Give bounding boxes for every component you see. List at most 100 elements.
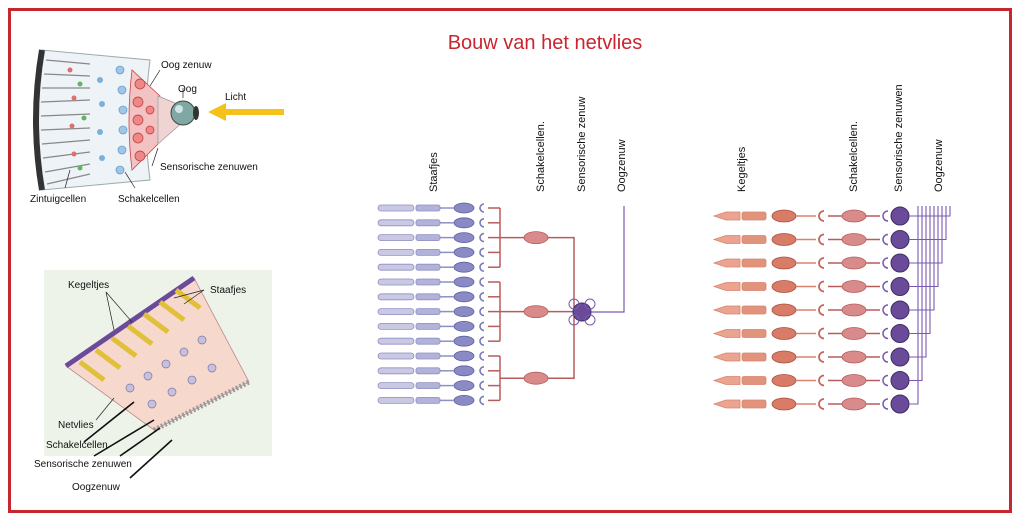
rod-synapse bbox=[479, 336, 485, 346]
rod-synapse bbox=[479, 395, 485, 406]
label-oogzenuw-section: Oogzenuw bbox=[72, 482, 120, 493]
cone-inner-segment bbox=[741, 211, 767, 221]
label-kegeltjes-section: Kegeltjes bbox=[68, 280, 110, 291]
eye-illustration bbox=[33, 49, 284, 191]
cone-col-oogzenuw: Oogzenuw bbox=[933, 139, 945, 192]
label-netvlies: Netvlies bbox=[58, 420, 94, 431]
label-oog-zenuw: Oog zenuw bbox=[161, 60, 212, 71]
cone-nucleus bbox=[771, 209, 797, 223]
cone-pathway-diagram bbox=[712, 206, 951, 414]
cone-ganglion-synapse bbox=[882, 257, 889, 269]
cone-synapse bbox=[818, 351, 825, 363]
rod-nucleus bbox=[453, 202, 475, 214]
cone-synapse bbox=[818, 374, 825, 387]
rod-nucleus bbox=[453, 232, 475, 243]
rod-synapse bbox=[479, 203, 485, 213]
cone-nucleus bbox=[771, 397, 797, 411]
rod-outer-segment bbox=[377, 367, 415, 375]
cone-bipolar-cell bbox=[841, 374, 867, 387]
cone-synapse bbox=[818, 327, 825, 340]
cone-ganglion-synapse bbox=[882, 210, 889, 222]
cone-optic-fiber bbox=[909, 206, 927, 358]
rod-nucleus bbox=[453, 276, 475, 288]
cone-outer-segment bbox=[712, 329, 741, 338]
label-sensorische-zenuwen-top: Sensorische zenuwen bbox=[160, 162, 258, 173]
rod-synapse bbox=[479, 277, 485, 287]
cone-ganglion-cell bbox=[890, 277, 910, 296]
rod-synapse bbox=[479, 306, 485, 317]
label-zintuigcellen: Zintuigcellen bbox=[30, 194, 87, 205]
rod-inner-segment bbox=[415, 352, 441, 360]
rod-nucleus bbox=[453, 217, 475, 229]
cone-ganglion-cell bbox=[890, 300, 910, 320]
ganglion-synapse bbox=[568, 298, 580, 310]
bipolar-cell bbox=[523, 231, 549, 244]
rod-nucleus bbox=[453, 335, 475, 347]
cone-synapse bbox=[818, 280, 825, 293]
cone-bipolar-cell bbox=[841, 233, 867, 246]
cone-optic-fiber bbox=[909, 206, 943, 264]
label-staafjes-section: Staafjes bbox=[210, 285, 247, 296]
label-sensorische-zenuwen-section: Sensorische zenuwen bbox=[34, 459, 132, 470]
rod-synapse bbox=[479, 380, 485, 391]
cone-inner-segment bbox=[741, 399, 767, 409]
cone-outer-segment bbox=[712, 352, 741, 362]
cone-inner-segment bbox=[741, 352, 767, 362]
rod-synapse bbox=[479, 292, 485, 302]
rod-inner-segment bbox=[415, 263, 441, 271]
frame-border bbox=[8, 8, 1012, 513]
cone-bipolar-cell bbox=[841, 209, 867, 223]
rod-nucleus bbox=[453, 306, 475, 317]
cone-synapse bbox=[818, 398, 825, 410]
cone-outer-segment bbox=[712, 235, 741, 244]
cone-ganglion-synapse bbox=[882, 351, 889, 363]
rod-inner-segment bbox=[415, 249, 441, 256]
cone-col-kegeltjes: Kegeltjes bbox=[736, 146, 748, 192]
cone-inner-segment bbox=[741, 305, 767, 315]
cone-synapse bbox=[818, 304, 825, 316]
rod-inner-segment bbox=[415, 308, 441, 315]
cone-nucleus bbox=[771, 256, 797, 270]
rod-inner-segment bbox=[415, 396, 441, 404]
cone-optic-fiber bbox=[909, 206, 919, 405]
rod-nucleus bbox=[453, 261, 475, 273]
rod-outer-segment bbox=[377, 337, 415, 345]
label-licht: Licht bbox=[225, 92, 247, 103]
rod-outer-segment bbox=[377, 352, 415, 360]
cone-bipolar-cell bbox=[841, 397, 867, 411]
optic-nerve-fiber bbox=[591, 206, 625, 313]
cone-nucleus bbox=[771, 327, 797, 340]
cone-ganglion-cell bbox=[890, 347, 910, 367]
cone-ganglion-cell bbox=[890, 394, 910, 414]
cone-inner-segment bbox=[741, 329, 767, 338]
rod-outer-segment bbox=[377, 308, 415, 315]
rod-inner-segment bbox=[415, 367, 441, 375]
rod-col-oogzenuw: Oogzenuw bbox=[616, 139, 628, 192]
cone-ganglion-cell bbox=[890, 324, 910, 343]
cone-outer-segment bbox=[712, 376, 741, 385]
cone-optic-fiber bbox=[909, 206, 939, 288]
rod-col-sensorische-zenuw: Sensorische zenuw bbox=[576, 96, 588, 192]
cone-nucleus bbox=[771, 350, 797, 364]
retina-section-illustration bbox=[44, 270, 272, 457]
rod-synapse bbox=[479, 262, 485, 272]
rod-outer-segment bbox=[377, 249, 415, 256]
cone-ganglion-synapse bbox=[882, 304, 889, 316]
rod-outer-segment bbox=[377, 278, 415, 286]
label-schakelcellen-section: Schakelcellen bbox=[46, 440, 108, 451]
rod-outer-segment bbox=[377, 219, 415, 227]
rod-outer-segment bbox=[377, 382, 415, 390]
cone-inner-segment bbox=[741, 235, 767, 244]
cone-optic-fiber bbox=[909, 206, 947, 241]
ganglion-synapse bbox=[584, 314, 596, 326]
bipolar-axon bbox=[548, 308, 575, 313]
cone-outer-segment bbox=[712, 258, 741, 268]
rod-inner-segment bbox=[415, 234, 441, 241]
rod-outer-segment bbox=[377, 293, 415, 301]
cone-inner-segment bbox=[741, 282, 767, 291]
rod-inner-segment bbox=[415, 382, 441, 390]
cone-optic-fiber bbox=[909, 206, 951, 217]
ganglion-cell bbox=[572, 302, 592, 322]
rod-nucleus bbox=[453, 321, 475, 332]
